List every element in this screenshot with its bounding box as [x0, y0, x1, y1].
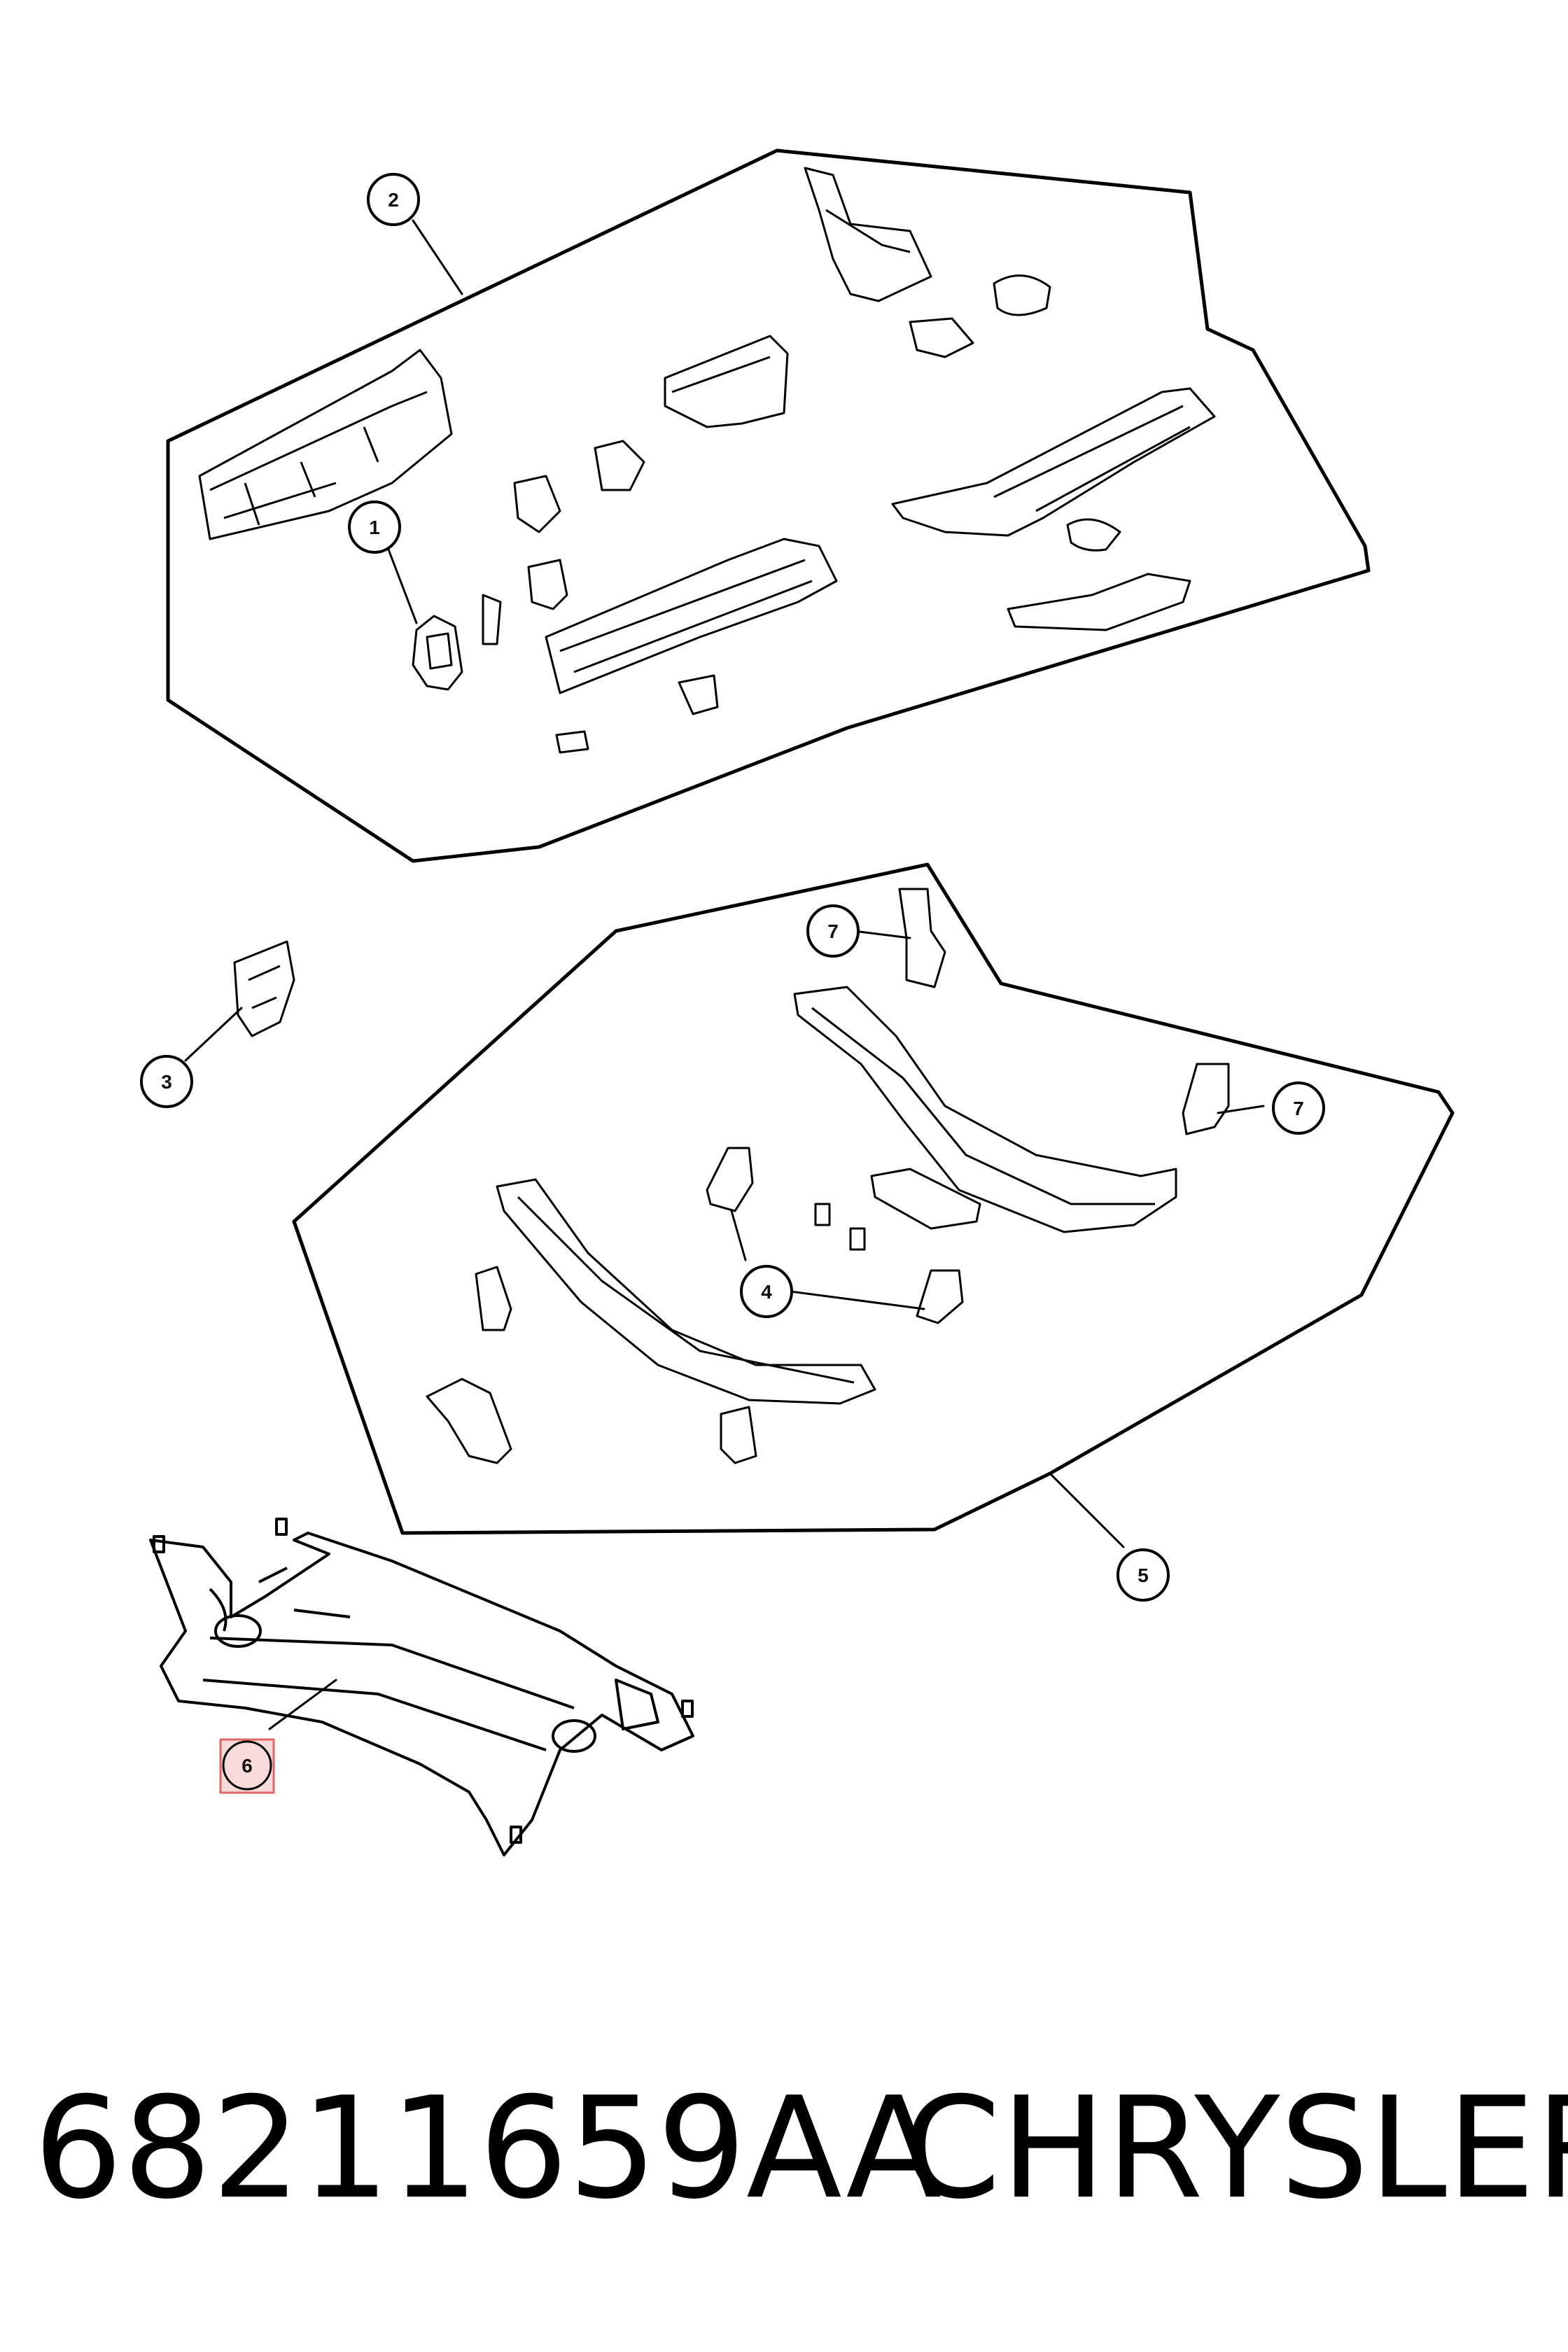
part-number: 68211659AA — [34, 2067, 942, 2230]
svg-text:2: 2 — [388, 189, 399, 211]
mount-bracket-a — [706, 1147, 754, 1212]
front-crossmember — [149, 1518, 694, 1856]
middle-group-outline — [292, 862, 1455, 1535]
side-bracket-3 — [233, 940, 295, 1037]
bracket-f — [1066, 518, 1121, 552]
callout-7-upper: 7 — [806, 904, 860, 958]
mount-plate — [870, 1168, 981, 1230]
lower-cross-member — [496, 1178, 876, 1405]
bracket-g — [1007, 573, 1191, 631]
bracket-c — [527, 559, 568, 610]
svg-text:5: 5 — [1138, 1564, 1149, 1586]
callout-7-right: 7 — [1272, 1082, 1325, 1135]
svg-text:6: 6 — [241, 1755, 253, 1777]
svg-text:7: 7 — [827, 920, 839, 942]
callout-1: 1 — [348, 500, 401, 554]
callout-2: 2 — [367, 173, 420, 226]
bracket-a — [594, 440, 645, 491]
small-clip — [909, 317, 974, 358]
callout-6-highlighted[interactable]: 6 — [219, 1738, 275, 1794]
bracket-h — [555, 730, 589, 754]
brand-name: CHRYSLER — [903, 2067, 1568, 2230]
svg-text:1: 1 — [369, 517, 380, 538]
upright-bracket-a — [898, 888, 946, 988]
mount-bracket-b — [916, 1269, 964, 1324]
right-long-rail — [891, 387, 1216, 537]
bracket-d — [482, 594, 502, 645]
bracket-lower-left — [426, 1378, 512, 1464]
spacer-a — [814, 1203, 831, 1226]
callout-5: 5 — [1116, 1548, 1170, 1602]
callout-3: 3 — [140, 1055, 193, 1108]
upper-group-outline — [166, 148, 1371, 863]
svg-text:7: 7 — [1293, 1098, 1304, 1119]
reinforcement-plate — [412, 615, 463, 691]
upper-cross-member — [793, 986, 1177, 1233]
clamp-b — [720, 1406, 757, 1464]
left-front-rail — [198, 349, 453, 540]
upright-bracket-b — [1182, 1063, 1230, 1135]
callout-4: 4 — [740, 1265, 793, 1318]
svg-text:3: 3 — [161, 1071, 172, 1093]
middle-parts — [233, 888, 1230, 1464]
center-long-rail — [545, 538, 838, 694]
upper-shock-bracket — [804, 167, 932, 302]
svg-text:4: 4 — [761, 1281, 772, 1303]
bracket-b — [513, 475, 561, 533]
upper-parts — [198, 167, 1216, 754]
round-cap — [993, 274, 1051, 316]
clamp-a — [475, 1266, 512, 1331]
parts-diagram: 2 1 3 7 7 4 5 6 — [140, 148, 1455, 1856]
part-caption: 68211659AA CHRYSLER — [0, 2044, 1568, 2254]
spacer-b — [849, 1227, 866, 1251]
bracket-e — [678, 674, 719, 715]
leader-lines — [184, 219, 1265, 1730]
center-bracket — [664, 335, 789, 428]
